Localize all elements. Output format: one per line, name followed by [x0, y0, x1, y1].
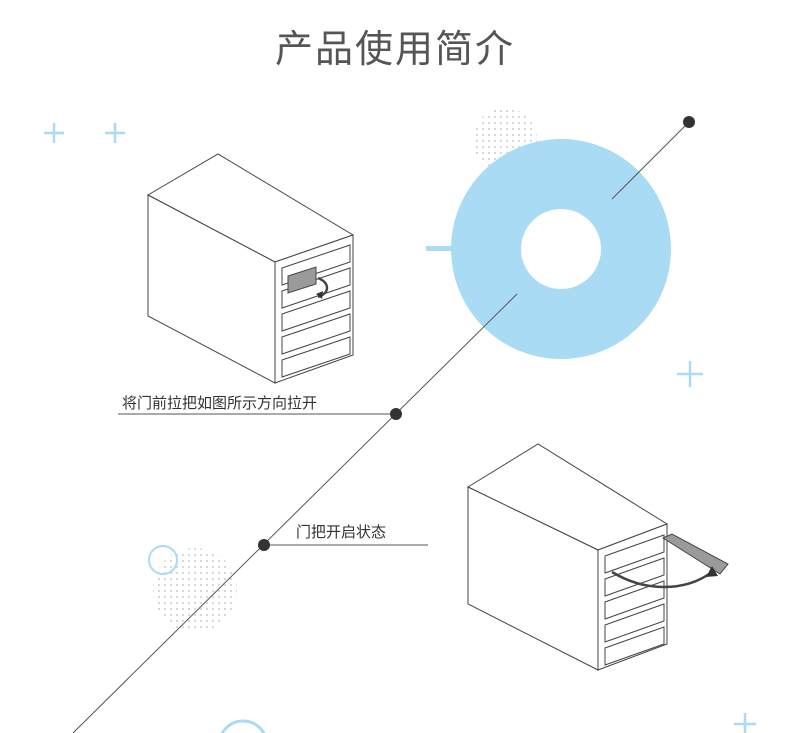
outline-circle [148, 545, 178, 575]
blue-disc-hole [521, 209, 601, 289]
guide-dot [390, 408, 402, 420]
guide-dot [258, 539, 270, 551]
blue-dash [426, 246, 492, 251]
plus-icon [734, 713, 756, 733]
step-caption-handle-open: 门把开启状态 [296, 523, 387, 541]
drive-enclosure-illustration [146, 153, 355, 384]
arrow-icon [611, 570, 713, 589]
page-title: 产品使用简介 [274, 27, 515, 71]
step-caption-pull-handle: 将门前拉把如图所示方向拉开 [122, 394, 318, 412]
drive-enclosure-illustration [466, 443, 729, 671]
guide-line [72, 293, 518, 733]
outline-circle [220, 719, 266, 733]
dot-pattern [153, 548, 237, 632]
plus-icon [44, 123, 64, 143]
plus-icon [677, 361, 703, 387]
guide-line [611, 121, 690, 200]
plus-icon [105, 123, 125, 143]
guide-dot [683, 116, 695, 128]
